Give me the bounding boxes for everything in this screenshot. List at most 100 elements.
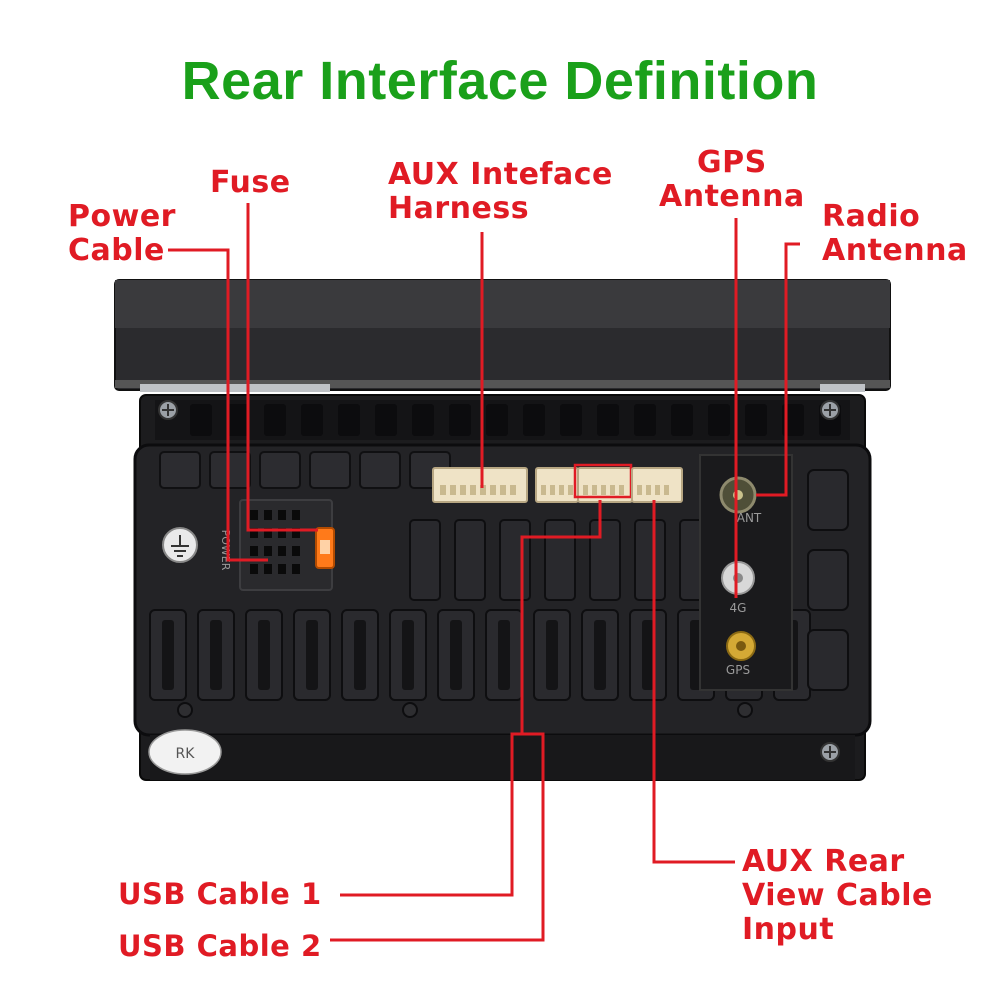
power-pin bbox=[250, 564, 258, 574]
connector-pin bbox=[619, 485, 624, 495]
rib-mid bbox=[499, 519, 531, 601]
rib-mid bbox=[634, 519, 666, 601]
vent-slot bbox=[486, 404, 508, 436]
vent-slot bbox=[375, 404, 397, 436]
rib-slot bbox=[546, 620, 558, 690]
label-power-cable: Power Cable bbox=[68, 199, 176, 268]
vent-slot bbox=[190, 404, 212, 436]
power-pin bbox=[250, 510, 258, 520]
vent-slot bbox=[449, 404, 471, 436]
label-fuse: Fuse bbox=[210, 165, 291, 200]
power-pin bbox=[278, 510, 286, 520]
connector-pin bbox=[610, 485, 615, 495]
vent-slot bbox=[338, 404, 360, 436]
usb-connector[interactable] bbox=[573, 463, 633, 503]
screen-housing bbox=[114, 279, 891, 392]
rib-upper bbox=[159, 451, 201, 489]
aux-pin bbox=[480, 485, 486, 495]
rib-slot bbox=[642, 620, 654, 690]
power-pin bbox=[292, 564, 300, 574]
label-radio-antenna: Radio Antenna bbox=[822, 199, 968, 268]
connector-pin bbox=[655, 485, 660, 495]
fuse[interactable] bbox=[315, 527, 335, 569]
rib-mid bbox=[544, 519, 576, 601]
rib-slot bbox=[210, 620, 222, 690]
vent-slot bbox=[634, 404, 656, 436]
label-aux-rear-view: AUX Rear View Cable Input bbox=[742, 844, 933, 947]
rib-side bbox=[807, 469, 849, 531]
vent-slot bbox=[560, 404, 582, 436]
leader-usb-cable-2 bbox=[330, 732, 545, 942]
vent-slot bbox=[597, 404, 619, 436]
power-connector[interactable] bbox=[239, 499, 333, 591]
vent-slot bbox=[227, 404, 249, 436]
connector-pin bbox=[550, 485, 555, 495]
rib-upper bbox=[259, 451, 301, 489]
top-vents bbox=[190, 404, 841, 436]
rib-upper bbox=[209, 451, 251, 489]
vent-slot bbox=[708, 404, 730, 436]
aux-pin bbox=[440, 485, 446, 495]
rib-mid bbox=[409, 519, 441, 601]
aux-pin bbox=[510, 485, 516, 495]
power-pin bbox=[264, 546, 272, 556]
leader-power-cable bbox=[168, 248, 268, 562]
rib-slot bbox=[594, 620, 606, 690]
rib-slot bbox=[354, 620, 366, 690]
rib-upper bbox=[309, 451, 351, 489]
svg-text:RK: RK bbox=[176, 746, 196, 762]
aux-pin bbox=[450, 485, 456, 495]
rib-upper bbox=[359, 451, 401, 489]
mounting-screws bbox=[158, 400, 840, 762]
gps-marking: GPS bbox=[726, 663, 750, 677]
rib-side bbox=[807, 549, 849, 611]
aux-harness-connector[interactable] bbox=[432, 467, 528, 503]
aux-pin bbox=[500, 485, 506, 495]
4g-marking: 4G bbox=[730, 601, 747, 615]
connector-pin bbox=[601, 485, 606, 495]
rib-mid bbox=[589, 519, 621, 601]
power-pin bbox=[264, 510, 272, 520]
rib-slot bbox=[402, 620, 414, 690]
power-pin bbox=[278, 546, 286, 556]
ant-marking: ANT bbox=[737, 511, 762, 525]
power-pin bbox=[250, 546, 258, 556]
gps-antenna-port[interactable] bbox=[726, 631, 756, 661]
aux-pin bbox=[460, 485, 466, 495]
rib-slot bbox=[258, 620, 270, 690]
label-aux-harness: AUX Inteface Harness bbox=[388, 157, 613, 226]
connector-pin bbox=[559, 485, 564, 495]
vent-slot bbox=[301, 404, 323, 436]
rib-side bbox=[807, 629, 849, 691]
rib-slot bbox=[450, 620, 462, 690]
label-gps-antenna: GPS Antenna bbox=[659, 145, 805, 214]
rib-slot bbox=[162, 620, 174, 690]
connector-pin bbox=[583, 485, 588, 495]
label-usb-cable-1: USB Cable 1 bbox=[118, 877, 322, 911]
rk-sticker: RK bbox=[148, 729, 222, 775]
power-marking: POWER bbox=[219, 530, 232, 571]
power-pin bbox=[278, 564, 286, 574]
connector-pin bbox=[541, 485, 546, 495]
connector-pin bbox=[637, 485, 642, 495]
4g-port[interactable] bbox=[721, 561, 755, 595]
power-pin bbox=[292, 528, 300, 538]
connector-pin bbox=[592, 485, 597, 495]
power-pin bbox=[292, 510, 300, 520]
radio-antenna-port[interactable] bbox=[719, 476, 757, 514]
page-title: Rear Interface Definition bbox=[181, 51, 819, 111]
power-pin bbox=[264, 564, 272, 574]
power-pin bbox=[250, 528, 258, 538]
leader-radio-antenna bbox=[756, 242, 800, 497]
vent-slot bbox=[671, 404, 693, 436]
vent-slot bbox=[264, 404, 286, 436]
chassis bbox=[133, 394, 872, 781]
rib-slot bbox=[306, 620, 318, 690]
connector-pin bbox=[646, 485, 651, 495]
aux-pin bbox=[490, 485, 496, 495]
rib-mid bbox=[454, 519, 486, 601]
leader-lines bbox=[168, 203, 800, 942]
connector-pin bbox=[568, 485, 573, 495]
ground-symbol-icon bbox=[162, 527, 198, 563]
